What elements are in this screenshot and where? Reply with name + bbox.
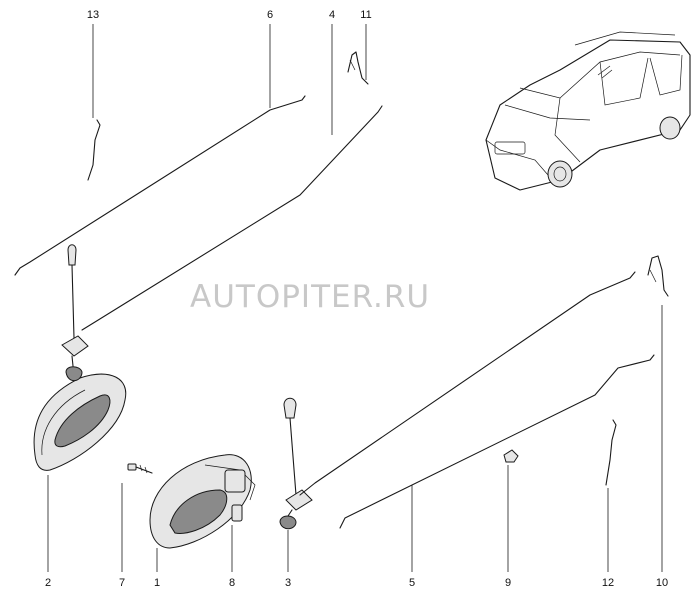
part-3-cable-connector bbox=[279, 397, 313, 530]
rod-6 bbox=[14, 95, 306, 276]
callout-5: 5 bbox=[409, 577, 415, 589]
part-9-clip bbox=[503, 449, 519, 463]
callout-9: 9 bbox=[505, 577, 511, 589]
part-10-bracket bbox=[647, 255, 669, 297]
callout-13: 13 bbox=[87, 9, 99, 21]
rod-upper-right bbox=[299, 271, 636, 496]
callout-11: 11 bbox=[360, 9, 371, 21]
part-1-handle-assembly bbox=[149, 454, 256, 549]
callout-4: 4 bbox=[329, 9, 335, 21]
callout-7: 7 bbox=[119, 577, 125, 589]
part-2-interior-handle bbox=[33, 373, 127, 471]
callout-3: 3 bbox=[285, 577, 291, 589]
callout-12: 12 bbox=[602, 577, 614, 589]
rod-4 bbox=[81, 105, 383, 331]
callout-8: 8 bbox=[229, 577, 235, 589]
watermark: AUTOPITER.RU bbox=[190, 279, 430, 315]
callout-6: 6 bbox=[267, 9, 273, 21]
left-cable-connector bbox=[61, 244, 89, 382]
part-7-screw bbox=[127, 463, 153, 474]
leader-lines bbox=[47, 24, 663, 572]
car-illustration bbox=[485, 31, 691, 191]
part-11-bracket bbox=[347, 51, 369, 85]
callout-2: 2 bbox=[45, 577, 51, 589]
callout-1: 1 bbox=[154, 577, 160, 589]
rod-5 bbox=[339, 354, 655, 529]
part-13-rod bbox=[87, 119, 101, 181]
callout-10: 10 bbox=[656, 577, 668, 589]
part-12-rod bbox=[605, 419, 617, 486]
